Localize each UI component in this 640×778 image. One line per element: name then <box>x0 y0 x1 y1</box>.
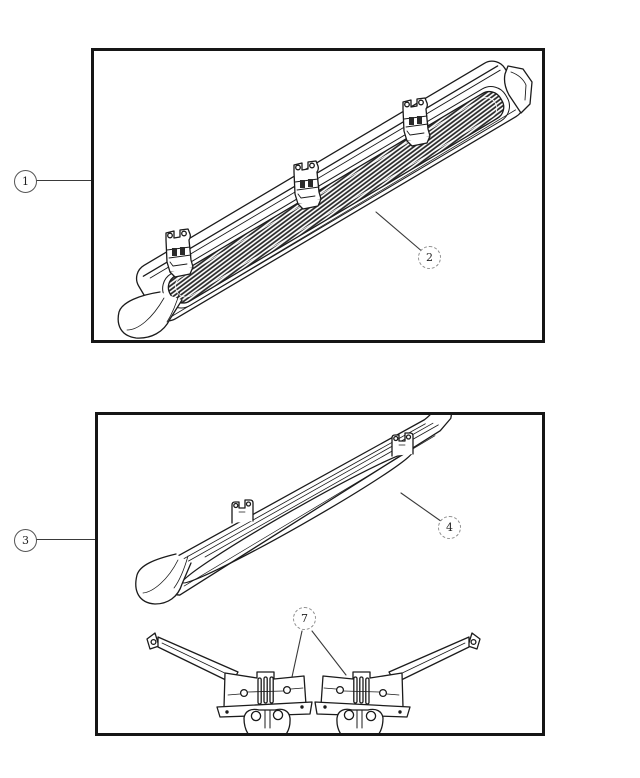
figure-panel-2 <box>95 412 545 736</box>
callout-7-leader-line-left <box>291 630 303 678</box>
bracket-right <box>402 97 431 147</box>
running-board-body <box>135 60 525 322</box>
bracket-left <box>165 228 194 278</box>
callout-3: 3 <box>14 529 37 552</box>
callout-4: 4 <box>438 516 461 539</box>
running-board-assembly-drawing <box>117 60 533 339</box>
callout-1-leader-line <box>35 180 91 181</box>
callout-3-leader-line <box>35 539 95 540</box>
end-cap-left <box>117 290 183 339</box>
callout-7-leader-line-right <box>311 630 347 676</box>
callout-1: 1 <box>14 170 37 193</box>
mount-bracket-left <box>146 632 313 733</box>
callout-2-leader-line <box>375 211 425 254</box>
callout-2: 2 <box>418 246 441 269</box>
running-board-and-brackets-drawing <box>135 415 481 733</box>
moulding-end-cap-left <box>135 553 192 605</box>
figure-panel-1 <box>91 48 545 343</box>
bracket-middle <box>293 160 322 210</box>
callout-4-leader-line <box>400 492 446 525</box>
mount-bracket-right <box>314 632 481 733</box>
board-bracket-left <box>231 499 254 524</box>
end-cap-right <box>503 65 533 114</box>
callout-7: 7 <box>293 607 316 630</box>
